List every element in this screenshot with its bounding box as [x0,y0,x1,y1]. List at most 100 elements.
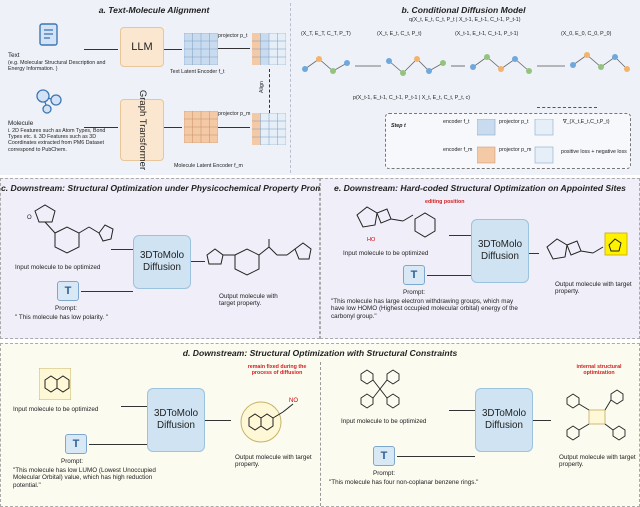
panel-e-output-molecule [546,232,628,260]
state-0: (X_0, E_0, C_0, P_0) [561,31,612,37]
arrow-molecule-to-gt [84,127,118,128]
panel-e-prompt-text: "This molecule has large electron withdr… [331,298,518,320]
panel-c-prompt-icon: T [57,281,79,301]
panel-d-left-fixed-note: remain fixed during the process of diffu… [247,364,307,377]
panel-e-prompt-icon: T [403,265,425,285]
panel-c-arrow-in [111,249,133,250]
panel-d-left-prompt-arrow [89,444,147,445]
panel-b: b. Conditional Diffusion Model q(X_t, E_… [290,3,636,173]
panel-d-left-diffusion-box: 3DToMolo Diffusion [147,388,205,452]
align-dashed-arrow [269,69,270,113]
panel-c-diffusion-box: 3DToMolo Diffusion [133,235,191,289]
panel-d-right-output-label: Output molecule with target property. [559,454,636,469]
panel-d-right-prompt-text: "This molecule has four non-coplanar ben… [329,479,479,486]
arrow-gt-to-grid [164,127,182,128]
aligned-grid-text [252,33,286,65]
projector-t-b: projector p_t [499,119,529,125]
svg-text:HO: HO [367,237,376,243]
state-T: (X_T, E_T, C_T, P_T) [301,31,351,37]
panel-c-title: c. Downstream: Structural Optimization u… [1,183,336,193]
aligned-grid-mol [252,113,286,145]
panel-d-right-prompt-label: Prompt: [373,470,396,477]
panel-c-input-molecule: O [27,204,114,254]
panel-e-input-molecule: HO [356,206,436,243]
mol-latent-encoder: Molecule Latent Encoder f_m [174,163,243,169]
panel-d-left-prompt-icon: T [65,434,87,454]
encoder-m-label: encoder f_m [443,147,473,153]
editing-position-label: editing position [425,199,465,205]
molecule-icon [36,89,62,114]
step-grids [477,119,554,164]
panel-d-right-arrow-in [449,410,475,411]
panel-e-output-label: Output molecule with target property. [555,281,632,296]
panel-d-left-output-molecule: NO [240,398,298,443]
encoder-t-label: encoder f_t [443,119,470,125]
panel-c-prompt-text: " This molecule has low polarity. " [15,314,109,321]
panel-d-right-prompt-icon: T [373,446,395,466]
panel-c-prompt-label: Prompt: [55,305,78,312]
panel-d-right-input-molecule [360,369,400,409]
panel-d-right-input-label: Input molecule to be optimized [341,418,427,425]
panel-e-arrow-out [529,253,539,254]
panel-e-prompt-arrow [427,275,471,276]
q-transition-label: q(X_t, E_t, C_t, P_t | X_t-1, E_t-1, C_t… [409,17,521,23]
panel-d-left-prompt-label: Prompt: [61,458,84,465]
panel-e-diffusion-box: 3DToMolo Diffusion [471,219,529,283]
panel-c-output-molecule [206,239,312,276]
loss-label: positive loss + negative loss [561,149,627,155]
panel-d-right-internal-note: internal structural optimization [576,364,622,377]
state-t: (X_t, E_t, C_t, P_t) [377,31,422,37]
panel-b-title: b. Conditional Diffusion Model [401,5,526,15]
panel-d-left-prompt-text: "This molecule has low LUMO (Lowest Unoc… [13,467,156,489]
state-t-minus-1: (X_t-1, E_t-1, C_t-1, P_t-1) [455,31,519,37]
arrow-projector-t [218,48,250,49]
panel-c-prompt-arrow [81,291,133,292]
text-description: (e.g. Molecular Structural Description a… [8,60,106,73]
arrow-text-to-llm [84,49,118,50]
panel-e-title: e. Downstream: Hard-coded Structural Opt… [334,183,626,193]
panel-a: a. Text-Molecule Alignment Text (e.g. Mo… [4,3,304,173]
panel-c: c. Downstream: Structural Optimization u… [0,178,336,339]
panel-d-left-output-label: Output molecule with target property. [235,454,312,469]
svg-text:O: O [27,215,32,221]
panel-e-arrow-in [449,235,471,236]
llm-box: LLM [120,27,164,67]
document-icon [39,23,58,46]
mol-latent-grid [184,111,218,143]
graph-transformer-label: Graph Transformer [137,89,148,171]
panel-d-right-output-molecule [566,389,626,441]
gradient-red-arrow [537,107,597,108]
panel-d-left-arrow-in [121,406,147,407]
projector-m-b: projector p_m [499,147,532,153]
panel-c-input-label: Input molecule to be optimized [15,264,101,271]
text-label: Text [8,52,20,59]
panel-e-input-label: Input molecule to be optimized [343,250,429,257]
panel-d-divider [320,362,321,506]
diffusion-molecule-row [302,52,630,76]
panel-c-arrow-out [191,261,205,262]
projector-m-label: projector p_m [218,111,251,117]
panel-d: d. Downstream: Structural Optimization w… [0,343,640,507]
panel-e-prompt-label: Prompt: [403,289,426,296]
panel-a-title: a. Text-Molecule Alignment [98,5,210,15]
molecule-description: i. 2D Features such as Atom Types, Bond … [8,128,106,153]
panel-d-right-diffusion-box: 3DToMolo Diffusion [475,388,533,452]
panel-d-left-input-label: Input molecule to be optimized [13,406,99,413]
text-latent-grid [184,33,218,65]
projector-t-label: projector p_t [218,33,248,39]
p-reverse-label: p(X_t-1, E_t-1, C_t-1, P_t-1 | X_t, E_t,… [353,95,471,101]
graph-transformer-box: Graph Transformer [120,90,164,170]
panel-e: e. Downstream: Hard-coded Structural Opt… [320,178,640,339]
panel-d-left-input-molecule [39,368,71,400]
arrow-llm-to-grid [164,49,182,50]
svg-text:NO: NO [289,398,298,404]
panel-d-right-prompt-arrow [397,456,475,457]
molecule-label: Molecule [8,120,34,127]
panel-d-left-arrow-out [205,420,231,421]
text-latent-encoder: Text Latent Encoder f_t [170,69,225,75]
step-t-box [385,113,631,169]
align-label: Align [259,81,265,93]
panel-d-title: d. Downstream: Structural Optimization w… [182,348,458,358]
gradient-label: ∇_(X_t,E_t,C_t,P_t) [563,119,610,125]
arrow-projector-m [218,127,250,128]
